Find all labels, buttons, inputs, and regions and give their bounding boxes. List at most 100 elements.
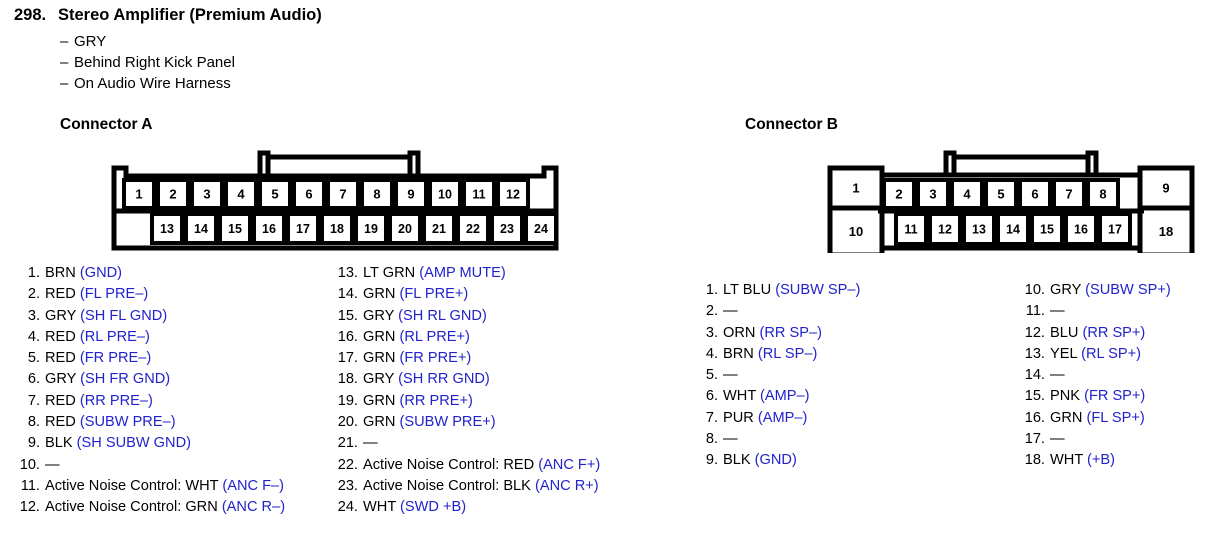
pin-cell bbox=[388, 212, 422, 245]
pin-list-row: 9.BLK (GND) bbox=[692, 452, 860, 473]
page-title-number: 298. bbox=[14, 6, 47, 24]
pin-cell-number: 9 bbox=[1162, 180, 1169, 195]
pin-number: 7. bbox=[27, 392, 40, 409]
header-note-label: GRY bbox=[74, 33, 107, 50]
pin-description: RED (SUBW PRE–) bbox=[45, 414, 176, 430]
pin-cell-number: 15 bbox=[1040, 222, 1054, 236]
pin-list-row: 16.GRN (FL SP+) bbox=[1019, 410, 1171, 431]
header-note-label: On Audio Wire Harness bbox=[74, 75, 231, 92]
pin-list-row: 10.— bbox=[14, 457, 285, 478]
pin-description: RED (FL PRE–) bbox=[45, 286, 148, 302]
pin-wire-color: YEL bbox=[1050, 345, 1078, 362]
pin-description: PNK (FR SP+) bbox=[1050, 388, 1145, 404]
pin-list-row: 19.GRN (RR PRE+) bbox=[332, 393, 600, 414]
pin-description: GRY (SH FL GND) bbox=[45, 308, 167, 324]
pin-wire-color: — bbox=[723, 303, 738, 320]
pin-number: 14. bbox=[337, 286, 358, 303]
pin-cell bbox=[1018, 178, 1052, 210]
pin-wire-color: — bbox=[723, 431, 738, 448]
pin-wire-color: — bbox=[1050, 367, 1065, 384]
pin-wire-color: RED bbox=[45, 414, 76, 431]
note-dash-icon: – bbox=[60, 75, 69, 92]
pin-wire-color: LT GRN bbox=[363, 265, 416, 281]
header-note: –GRY bbox=[60, 31, 235, 52]
pin-description: BLK (SH SUBW GND) bbox=[45, 435, 191, 451]
pin-cell-number: 5 bbox=[271, 186, 278, 201]
pin-cell-number: 18 bbox=[1159, 224, 1173, 239]
pin-wire-color: WHT bbox=[1050, 452, 1083, 469]
pin-list-row: 12.Active Noise Control: GRN (ANC R–) bbox=[14, 499, 285, 520]
pin-cell bbox=[320, 212, 354, 245]
pin-description: GRN (SUBW PRE+) bbox=[363, 414, 496, 430]
pin-number: 7. bbox=[705, 409, 718, 426]
pin-description: Active Noise Control: RED (ANC F+) bbox=[363, 457, 600, 473]
pin-list-row: 3.GRY (SH FL GND) bbox=[14, 308, 285, 329]
connector-b-pinlist-right: 10.GRY (SUBW SP+)11.—12.BLU (RR SP+)13.Y… bbox=[1019, 282, 1171, 474]
pin-cell bbox=[150, 212, 184, 245]
pin-wire-color: Active Noise Control: RED bbox=[363, 456, 535, 473]
connector-a-pinlist-right: 13. LT GRN (AMP MUTE) 14. GRN (FL PRE+) 15.G… bbox=[332, 265, 601, 521]
pin-description: GRN (RL PRE+) bbox=[363, 329, 470, 345]
pin-number: 10. bbox=[19, 456, 40, 473]
pin-signal-name: (AMP MUTE) bbox=[419, 265, 506, 281]
pin-list-row: 10.GRY (SUBW SP+) bbox=[1019, 282, 1171, 303]
pin-wire-color: GRY bbox=[363, 371, 395, 388]
pin-signal-name: (SH FR GND) bbox=[80, 371, 171, 388]
pin-cell-number: 19 bbox=[364, 222, 378, 236]
pin-cell-number: 6 bbox=[1031, 186, 1038, 201]
pin-cell-number: 24 bbox=[534, 222, 548, 236]
header-notes: –GRY –Behind Right Kick Panel –On Audio … bbox=[60, 31, 235, 94]
pin-description: GRN (FL SP+) bbox=[1050, 410, 1145, 426]
pin-list-row: 11.— bbox=[1019, 303, 1171, 324]
pin-cell bbox=[252, 212, 286, 245]
pin-number: 12. bbox=[1024, 324, 1045, 341]
pin-description: GRY (SH RR GND) bbox=[363, 371, 490, 387]
pin-signal-name: (FL PRE+) bbox=[399, 286, 469, 303]
pin-cell bbox=[894, 212, 928, 246]
pin-list-row: 17.— bbox=[1019, 431, 1171, 452]
pin-cell bbox=[218, 212, 252, 245]
pin-list-row: 15.GRY (SH RL GND) bbox=[332, 308, 600, 329]
pin-list-row: 2. — bbox=[692, 303, 860, 324]
pin-wire-color: RED bbox=[45, 392, 76, 409]
pin-wire-color: BRN bbox=[723, 345, 754, 362]
pin-signal-name: (AMP–) bbox=[760, 388, 810, 405]
pin-description: GRN (FL PRE+) bbox=[363, 286, 468, 302]
pin-signal-name: (ANC R+) bbox=[534, 477, 599, 494]
pin-number: 19. bbox=[337, 392, 358, 409]
pin-list-row: 22.Active Noise Control: RED (ANC F+) bbox=[332, 457, 601, 478]
pin-number: 8. bbox=[27, 414, 40, 431]
pin-number: 2. bbox=[705, 303, 718, 320]
pin-wire-color: GRN bbox=[363, 328, 396, 345]
pin-cell bbox=[456, 212, 490, 245]
pin-description: — bbox=[1050, 367, 1065, 383]
pin-signal-name: (RL SP–) bbox=[757, 345, 818, 362]
pin-cell-number: 7 bbox=[1065, 186, 1072, 201]
pin-number: 4. bbox=[27, 328, 40, 345]
pin-number: 24. bbox=[337, 499, 358, 516]
pin-wire-color: LT BLU bbox=[723, 282, 772, 298]
pin-signal-name: (RL PRE+) bbox=[399, 328, 470, 345]
pin-cell-number: 2 bbox=[169, 186, 176, 201]
pin-cell bbox=[490, 212, 524, 245]
pin-signal-name: (RR PRE+) bbox=[399, 392, 473, 409]
pin-cell bbox=[190, 178, 224, 210]
pin-number: 16. bbox=[337, 328, 358, 345]
pin-cell-number: 3 bbox=[203, 186, 210, 201]
pin-number: 9. bbox=[27, 435, 40, 452]
pin-wire-color: GRN bbox=[1050, 409, 1083, 426]
pin-cell bbox=[1098, 212, 1132, 246]
pin-signal-name: (SUBW PRE–) bbox=[79, 414, 176, 431]
pin-wire-color: BLK bbox=[45, 435, 73, 452]
pin-list-row: 14. GRN (FL PRE+) bbox=[332, 286, 600, 307]
pin-wire-color: GRN bbox=[363, 350, 396, 367]
pin-number: 9. bbox=[705, 452, 718, 469]
pin-signal-name: (FR PRE+) bbox=[399, 350, 472, 367]
pin-cell bbox=[286, 212, 320, 245]
pin-number: 13. bbox=[337, 265, 358, 281]
pin-cell-number: 1 bbox=[135, 186, 142, 201]
header-note: –Behind Right Kick Panel bbox=[60, 52, 235, 73]
pin-description: Active Noise Control: GRN (ANC R–) bbox=[45, 499, 285, 515]
pin-list-row: 6.WHT (AMP–) bbox=[692, 388, 860, 409]
pin-cell-number: 16 bbox=[1074, 222, 1088, 236]
